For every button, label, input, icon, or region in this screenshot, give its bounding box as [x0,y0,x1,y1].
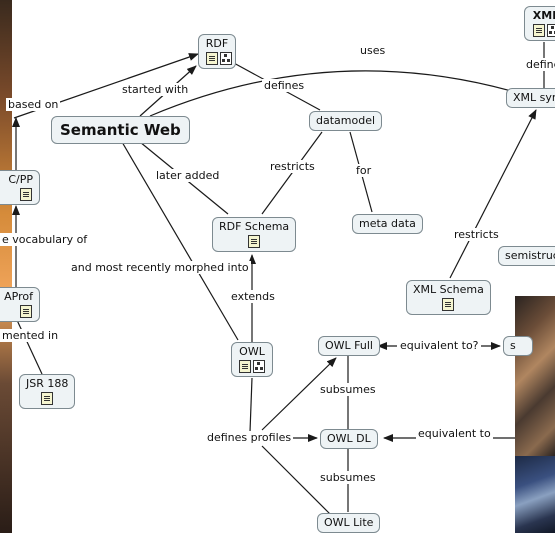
node-owl-full[interactable]: OWL Full [318,336,380,356]
document-icon[interactable] [20,305,32,318]
node-owl-full-label: OWL Full [325,339,373,352]
node-owl[interactable]: OWL [231,342,273,377]
concept-map-icon[interactable] [253,360,265,373]
document-icon[interactable] [239,360,251,373]
document-icon[interactable] [533,24,545,37]
node-meta-data-label: meta data [359,217,416,230]
node-semantic-web-label: Semantic Web [60,121,181,139]
node-xml-syntax[interactable]: XML syn [506,88,555,108]
link-label-equivalent-to-q: equivalent to? [398,339,481,352]
link-label-implemented-in: mented in [0,329,61,342]
node-xml-label: XML [532,9,555,22]
concept-map-icon[interactable] [220,52,232,65]
edge-restricts-xml [449,109,537,279]
node-semistructured-label: semistruc [505,249,555,262]
link-label-restricts-xml: restricts [452,228,501,241]
node-semistructured[interactable]: semistruc [498,246,555,266]
node-aprof-label: AProf [4,290,33,303]
node-meta-data[interactable]: meta data [352,214,423,234]
node-rdf[interactable]: RDF [198,34,236,69]
edge-uses [149,70,516,117]
edge-restricts-datamodel [261,131,323,215]
link-label-equivalent-to: equivalent to [416,427,493,440]
node-owl-lite[interactable]: OWL Lite [317,513,381,533]
node-rdf-schema[interactable]: RDF Schema [212,217,297,252]
node-xml[interactable]: XML [524,6,555,41]
node-owl-dl-label: OWL DL [327,432,371,445]
document-icon[interactable] [442,298,455,311]
right-photo-strip-top [515,296,555,456]
node-datamodel[interactable]: datamodel [309,111,383,131]
node-rdf-schema-label: RDF Schema [219,220,290,233]
right-photo-strip-bottom [515,456,555,533]
node-rdf-label: RDF [205,37,229,50]
link-label-started-with: started with [120,83,191,96]
document-icon[interactable] [41,392,54,405]
link-label-for: for [354,164,374,177]
node-jsr188-label: JSR 188 [26,377,69,390]
node-cpp[interactable]: C/PP [0,170,40,205]
node-datamodel-label: datamodel [316,114,376,127]
node-xml-syntax-label: XML syn [513,91,555,104]
node-xml-schema[interactable]: XML Schema [406,280,491,315]
node-owl-lite-label: OWL Lite [324,516,374,529]
node-cpp-label: C/PP [8,173,33,186]
link-label-later-added: later added [154,169,222,182]
link-label-restricts-datamodel: restricts [268,160,317,173]
edge-profiles-lite [261,445,331,515]
link-label-defines: defines [262,79,307,92]
node-xml-schema-label: XML Schema [413,283,484,296]
edge-morphed-into [121,141,239,341]
left-photo-strip [0,0,12,533]
link-label-defines-profiles: defines profiles [205,431,294,444]
node-partial-s-label: s [510,339,516,352]
link-label-subsumes-2: subsumes [318,471,378,484]
edge-profiles-full [261,357,337,431]
node-jsr188[interactable]: JSR 188 [19,374,76,409]
node-semantic-web[interactable]: Semantic Web [51,116,190,144]
node-owl-dl[interactable]: OWL DL [320,429,378,449]
link-label-vocabulary-of: e vocabulary of [0,233,90,246]
link-label-define: define [524,58,555,71]
concept-map-icon[interactable] [547,24,555,37]
link-label-extends: extends [229,290,277,303]
document-icon[interactable] [248,235,261,248]
edge-defines-profiles-owl [249,377,253,433]
link-label-morphed-into: and most recently morphed into [69,261,251,274]
node-aprof[interactable]: AProf [0,287,40,322]
node-partial-s[interactable]: s [503,336,533,356]
node-owl-label: OWL [239,345,265,358]
document-icon[interactable] [20,188,32,201]
edge-aprof-jsr [15,317,43,375]
link-label-subsumes-1: subsumes [318,383,378,396]
document-icon[interactable] [206,52,218,65]
link-label-based-on: based on [6,98,61,111]
link-label-uses: uses [358,44,388,57]
